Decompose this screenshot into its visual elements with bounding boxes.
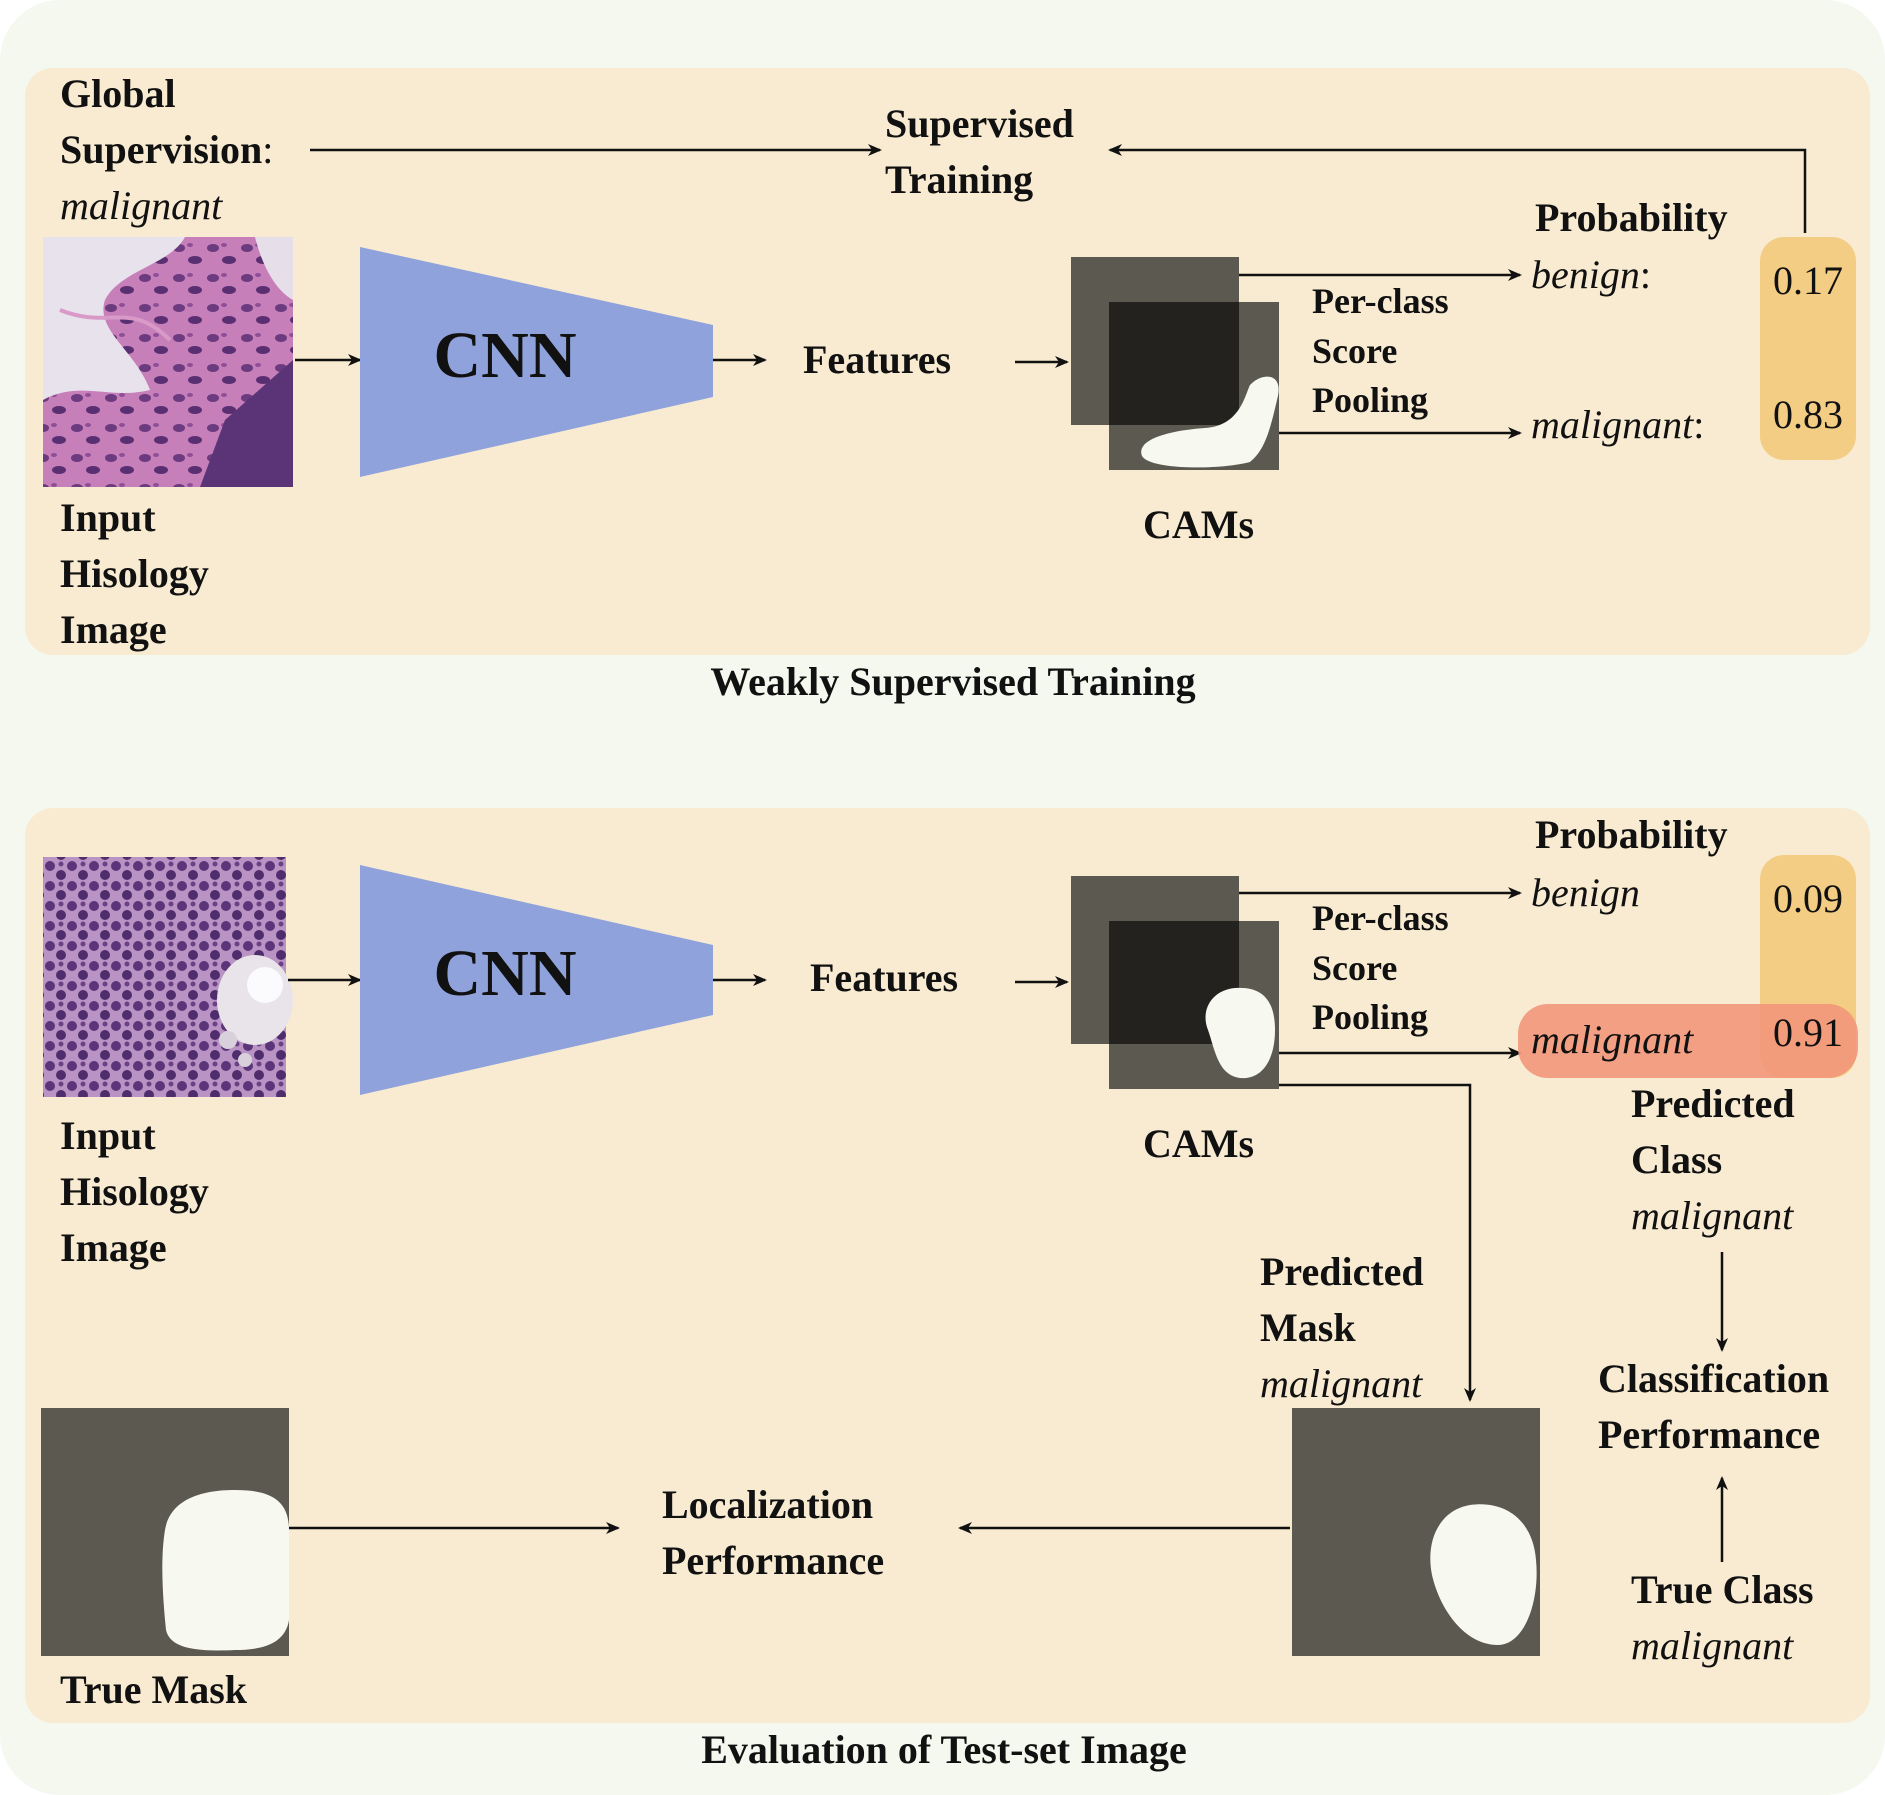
pooling-label-line3: Pooling [1312,380,1428,420]
classification-performance-label: Classification [1598,1356,1829,1401]
true-class-label: True Class [1631,1567,1814,1612]
input-histology-image-test [43,857,293,1097]
panel-bottom-caption: Evaluation of Test-set Image [701,1727,1187,1772]
arrow-cam-to-predicted-mask [1279,1083,1476,1402]
predicted-class-label-line2: Class [1631,1137,1722,1182]
pooling-label-test: Per-class [1312,898,1449,938]
supervised-training-label: Supervised [885,101,1074,146]
malignant-class-label-test: malignant [1531,1017,1694,1062]
pooling-label: Per-class [1312,281,1449,321]
cnn-label: CNN [434,319,577,392]
cnn-trapezoid [360,247,713,477]
cams-stack-test [1071,876,1279,1089]
predicted-mask-label: Predicted [1260,1249,1424,1294]
probability-highlight [1760,237,1856,460]
pooling-label-line2: Score [1312,331,1397,371]
cams-label: CAMs [1143,502,1254,547]
supervised-training-label-line2: Training [885,157,1033,202]
global-supervision-label: Global [60,71,176,116]
features-label: Features [803,337,951,382]
global-supervision-label-line2: Supervision: [60,127,273,172]
predicted-class-label: Predicted [1631,1081,1795,1126]
predicted-class-value: malignant [1631,1193,1794,1238]
panel-top-caption: Weakly Supervised Training [710,659,1195,704]
probability-label-test: Probability [1535,812,1728,857]
cams-stack [1071,257,1279,470]
input-label-test-line2: Hisology [60,1169,209,1214]
true-mask-image [41,1408,289,1656]
pooling-label-test-line2: Score [1312,948,1397,988]
cams-label-test: CAMs [1143,1121,1254,1166]
features-label-test: Features [810,955,958,1000]
predicted-mask-value: malignant [1260,1361,1423,1406]
panel-evaluation-test-set: Input Hisology Image CNN Features CAMs P… [25,808,1870,1772]
panel-bottom-background [25,808,1870,1723]
true-class-value: malignant [1631,1623,1794,1668]
input-label: Input [60,495,156,540]
arrow-probability-to-training [1108,144,1807,233]
prediction-highlight [1518,1004,1858,1078]
input-label-test-line3: Image [60,1225,167,1270]
panel-top-background [25,68,1870,655]
probability-label: Probability [1535,195,1728,240]
prob-malignant-value: 0.83 [1773,392,1843,437]
input-label-line3: Image [60,607,167,652]
localization-performance-label-line2: Performance [662,1538,884,1583]
true-mask-label: True Mask [60,1667,248,1712]
panel-weakly-supervised-training: Global Supervision: malignant Supervised… [25,68,1870,704]
predicted-mask-image [1292,1408,1540,1656]
malignant-class-label: malignant: [1531,402,1704,447]
benign-class-label: benign: [1531,252,1651,297]
prob-benign-value-test: 0.09 [1773,876,1843,921]
global-supervision-value: malignant [60,183,223,228]
cnn-label-test: CNN [434,937,577,1010]
prob-malignant-value-test: 0.91 [1773,1010,1843,1055]
benign-class-label-test: benign [1531,870,1640,915]
classification-performance-label-line2: Performance [1598,1412,1820,1457]
predicted-mask-label-line2: Mask [1260,1305,1356,1350]
input-label-line2: Hisology [60,551,209,596]
input-label-test: Input [60,1113,156,1158]
localization-performance-label: Localization [662,1482,873,1527]
prob-benign-value: 0.17 [1773,258,1843,303]
input-histology-image [43,237,293,487]
cnn-trapezoid-test [360,865,713,1095]
pooling-label-test-line3: Pooling [1312,997,1428,1037]
